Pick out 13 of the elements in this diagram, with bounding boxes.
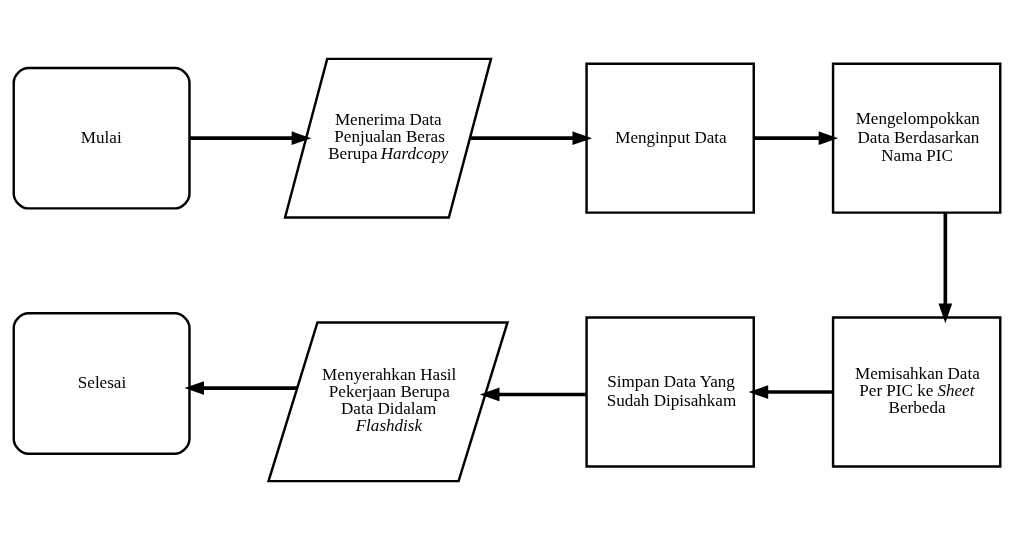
node-box: Mulai [12, 66, 191, 210]
arrow [479, 387, 587, 402]
node-box: Memisahkan Data Per PIC ke Sheet Berbeda [831, 316, 1002, 468]
node-box: Mengelompokkan Data Berdasarkan Nama PIC [831, 62, 1002, 214]
node-box: Selesai [12, 312, 191, 455]
arrow [753, 131, 839, 146]
arrow [470, 131, 593, 146]
arrow [938, 212, 953, 324]
arrow [184, 381, 297, 395]
arrow [748, 385, 833, 399]
node-box: Simpan Data Yang Sudah Dipisahkam [585, 316, 755, 468]
arrow [189, 131, 312, 146]
node-box: Menginput Data [585, 62, 755, 214]
